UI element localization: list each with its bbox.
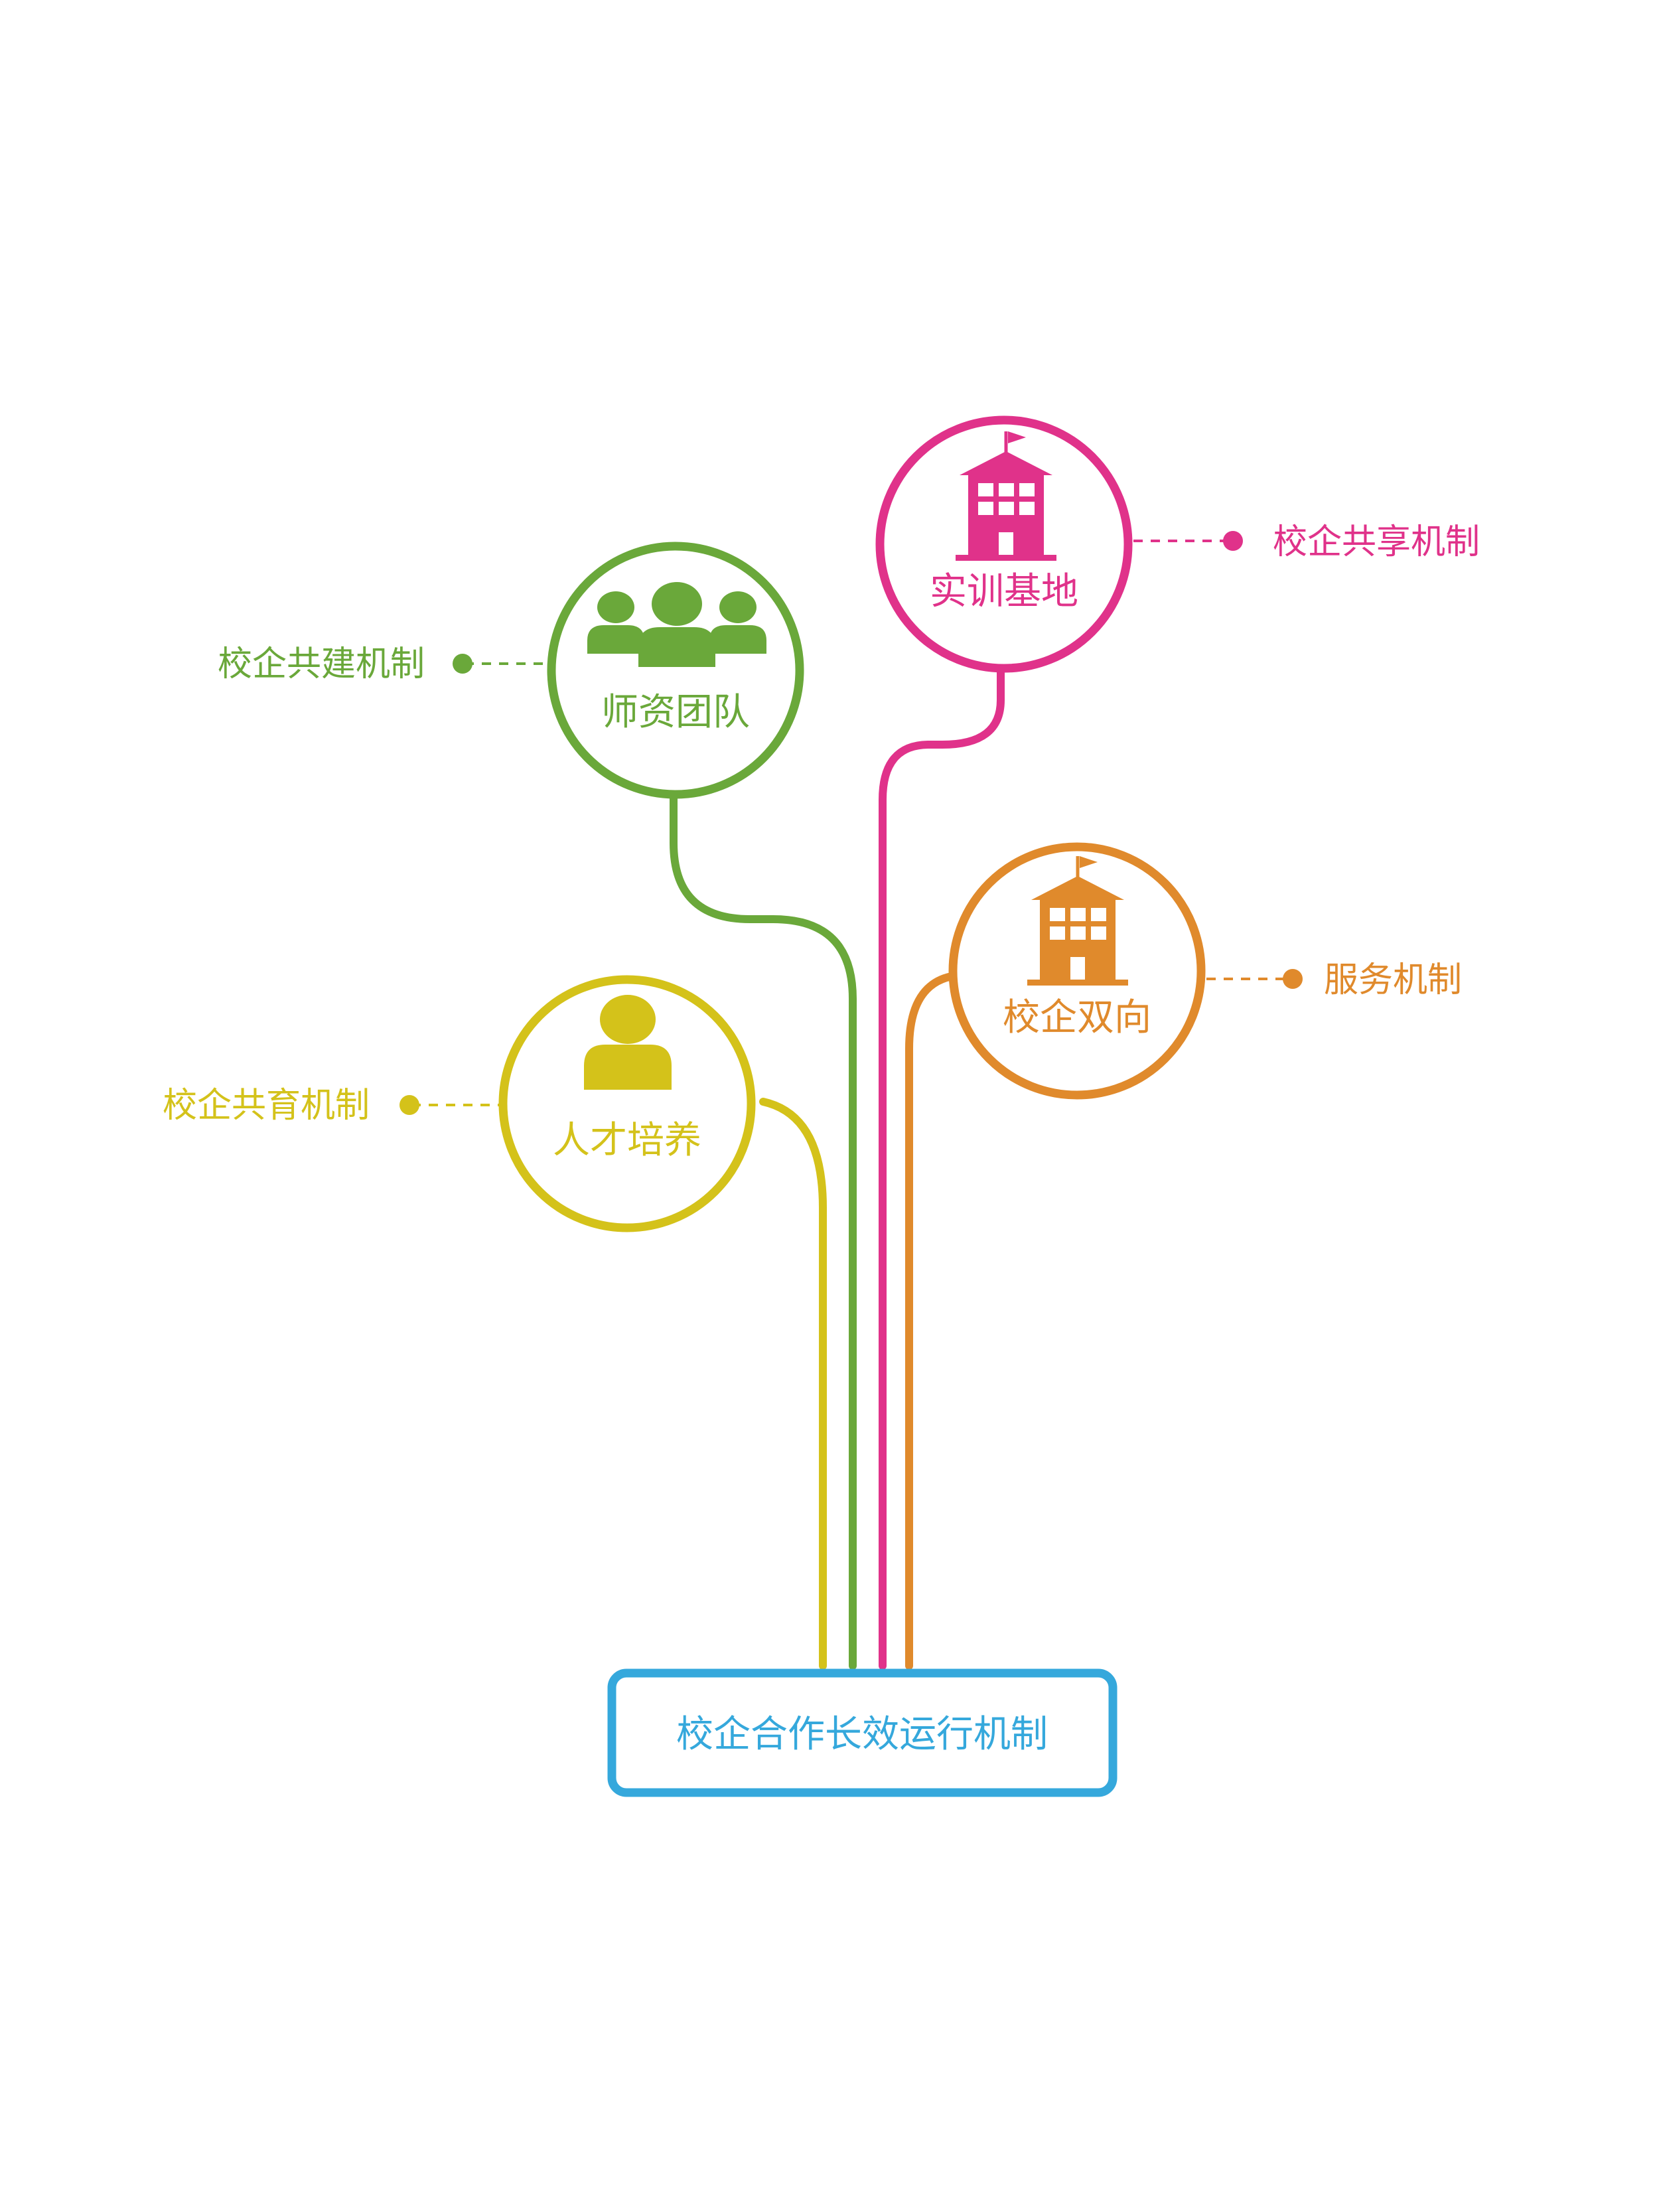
node-talent-label: 人才培养 [553,1119,701,1162]
node-teachers: 师资团队 [547,542,804,799]
callout-dot [453,654,472,674]
root-box-frame [607,1668,1118,1797]
callout-talent: 校企共育机制 [163,1086,506,1126]
connector-training [879,666,1005,1670]
callout-training: 校企共享机制 [1133,522,1480,562]
building-windows [978,483,1035,555]
people-group-icon [587,582,766,667]
callout-dot [1283,969,1303,989]
node-training: 实训基地 [875,415,1133,673]
root-box: 校企合作长效运行机制 [607,1668,1118,1797]
callout-dot [1223,531,1243,551]
mechanism-label-talent: 校企共育机制 [163,1086,370,1126]
callout-teachers: 校企共建机制 [218,644,545,684]
node-training-label: 实训基地 [930,570,1078,613]
mechanism-label-teachers: 校企共建机制 [218,644,425,684]
node-talent: 人才培养 [498,975,756,1232]
mechanism-label-service: 服务机制 [1324,960,1462,1000]
connector-talent [759,1098,827,1670]
person-icon [584,995,672,1090]
connector-teachers [670,789,857,1670]
building-windows [1050,908,1106,980]
connector-service [905,972,960,1670]
node-teachers-label: 师资团队 [601,691,750,734]
callout-dot [399,1095,419,1115]
node-service-label: 校企双向 [1003,996,1151,1039]
mechanism-label-training: 校企共享机制 [1273,522,1480,562]
root-label: 校企合作长效运行机制 [676,1713,1048,1756]
node-service: 校企双向 [948,842,1206,1100]
callout-service: 服务机制 [1206,960,1462,1000]
